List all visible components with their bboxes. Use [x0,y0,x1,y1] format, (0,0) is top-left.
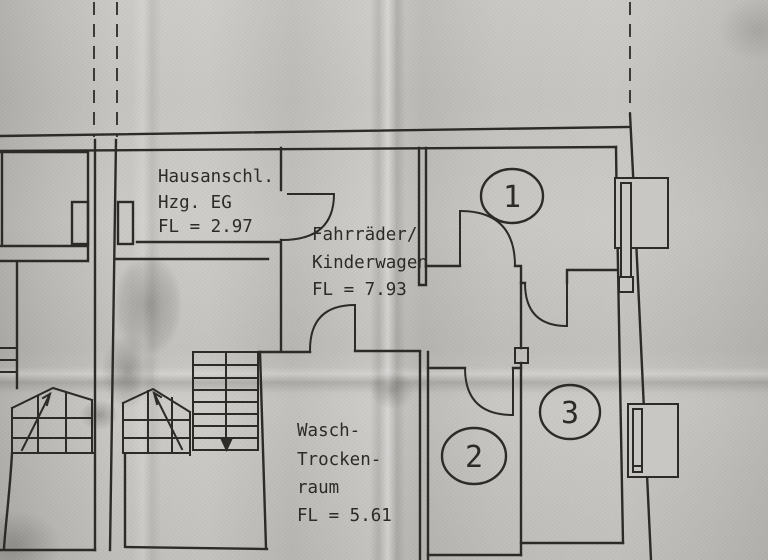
fahrraeder-label-line1: Fahrräder/ [312,225,417,245]
door-arc-fahrraeder [308,303,357,352]
window-room1-sill [618,276,634,293]
fahrraeder-label-line3: FL = 7.93 [312,280,407,300]
neighbour-stair-treads [0,347,18,373]
entry-stair-right-arrow-icon [152,390,184,451]
room1-number: 1 [503,180,521,215]
hausanschluss-walls [114,146,283,353]
entry-stair-right [121,387,192,456]
fahrraeder-right-wall [417,146,428,287]
section-lines [93,2,631,137]
neighbour-room-walls [0,150,90,263]
top-wall-outer [0,125,632,138]
hausanschluss-room [114,146,336,353]
windows [614,177,679,478]
neighbour-bottom-wall [0,451,97,552]
door-arc-room1 [458,209,517,268]
wasch-room [123,350,430,560]
room3-number: 3 [561,396,579,431]
door-arc-room3 [523,281,569,328]
wasch-label-line2: Trocken- [297,450,381,470]
fahrraeder-bottom-wall [257,349,422,354]
neighbour-unit-walls [0,150,97,552]
hausanschluss-label-line3: FL = 2.97 [158,217,253,237]
chimney-pillar [116,200,135,246]
room1-bottom-wall [424,264,527,285]
hausanschluss-label-line2: Hzg. EG [158,193,232,213]
stair-outline [192,351,259,451]
neighbour-chimney-pillar [70,200,90,246]
room1-number-circle [479,167,545,225]
door-arc-hausanschluss [280,192,336,242]
room3-top-wall [565,268,618,285]
wasch-label-line3: raum [297,478,339,498]
room-labels: Hausanschl. Hzg. EG FL = 2.97 Fahrräder/… [158,167,428,526]
window-room3-frame [632,408,643,473]
outer-walls [0,112,653,560]
party-wall-right-line [108,138,118,552]
fahrraeder-label-line2: Kinderwagen [312,253,428,273]
wasch-label-line1: Wasch- [297,421,360,441]
interior-staircase [192,351,259,452]
hausanschluss-label-line1: Hausanschl. [158,167,274,187]
room3-number-circle [538,383,602,441]
window-room1-frame [620,182,632,293]
wasch-label-line4: FL = 5.61 [297,506,392,526]
fahrraeder-room [257,146,428,354]
entry-stair-left-arrow-icon [20,391,52,452]
door-arc-room2 [463,366,515,417]
room-number-badges: 1 2 3 [440,167,602,486]
room2-number: 2 [465,440,483,475]
room2-number-circle [440,426,508,486]
top-wall-inner [0,145,618,153]
door-hinge-block [514,347,529,364]
wasch-walls [123,350,430,560]
exterior-stairs [10,386,192,456]
cellar-room-1 [424,209,527,285]
cellar-rooms-2-3 [426,268,625,557]
stair-down-arrow-icon [220,438,233,452]
entry-stair-left [10,386,94,454]
